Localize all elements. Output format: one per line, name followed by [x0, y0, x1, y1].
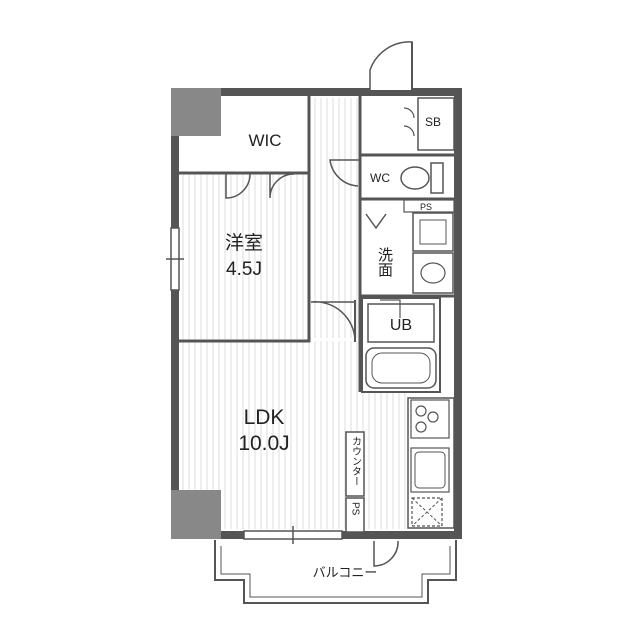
washbasin: [412, 252, 454, 294]
label-ps-top: PS: [420, 202, 432, 212]
balcony-outline: [214, 540, 457, 604]
column-bottom-left: [171, 490, 221, 539]
kitchen-sink: [410, 447, 450, 493]
label-ldk-size: 10.0J: [238, 432, 289, 455]
label-washroom: 洗面: [376, 247, 394, 277]
washer-space: [412, 212, 454, 252]
ub-door: [380, 299, 401, 318]
bathtub-inner: [371, 352, 431, 384]
column-top-left: [171, 88, 221, 136]
shoe-box: [417, 97, 455, 151]
wc-door: [329, 159, 360, 187]
label-counter: カウンター: [350, 436, 362, 486]
sb-door-bottom: [403, 125, 415, 137]
fridge-cross-2: [411, 497, 443, 527]
label-bedroom-size: 4.5J: [226, 259, 262, 280]
label-ps-bottom: PS: [350, 502, 361, 516]
wic-door-right: [269, 173, 295, 199]
label-balcony: バルコニー: [313, 566, 378, 581]
hallway-floor: [310, 98, 360, 338]
balcony-door: [373, 540, 399, 567]
washer-space-inner: [419, 219, 447, 245]
bathtub: [365, 347, 437, 389]
label-wc: WC: [370, 171, 390, 185]
kitchen-sink-bowl: [414, 451, 446, 489]
ub-wash-area: [367, 303, 435, 343]
burner-1: [415, 405, 427, 417]
washbasin-bowl: [420, 262, 446, 284]
label-bedroom-name: 洋室: [225, 232, 263, 254]
ps-shaft-bottom: [345, 497, 365, 533]
label-wic: WIC: [248, 131, 281, 150]
label-sb: SB: [425, 115, 441, 129]
counter: [345, 431, 365, 497]
burner-3: [415, 421, 427, 433]
balcony-inner: [220, 546, 451, 598]
ps-shaft-top: [403, 199, 455, 213]
label-ub: UB: [390, 317, 412, 334]
sb-door-top: [403, 107, 415, 119]
burner-2: [427, 411, 439, 423]
washroom-door: [365, 213, 387, 230]
wic-door-left: [225, 173, 251, 199]
stove: [410, 399, 450, 439]
toilet-bowl: [400, 166, 430, 190]
entrance-door: [369, 41, 413, 90]
label-ldk-name: LDK: [244, 406, 285, 429]
bedroom-floor: [181, 175, 308, 339]
toilet-tank: [430, 162, 444, 194]
